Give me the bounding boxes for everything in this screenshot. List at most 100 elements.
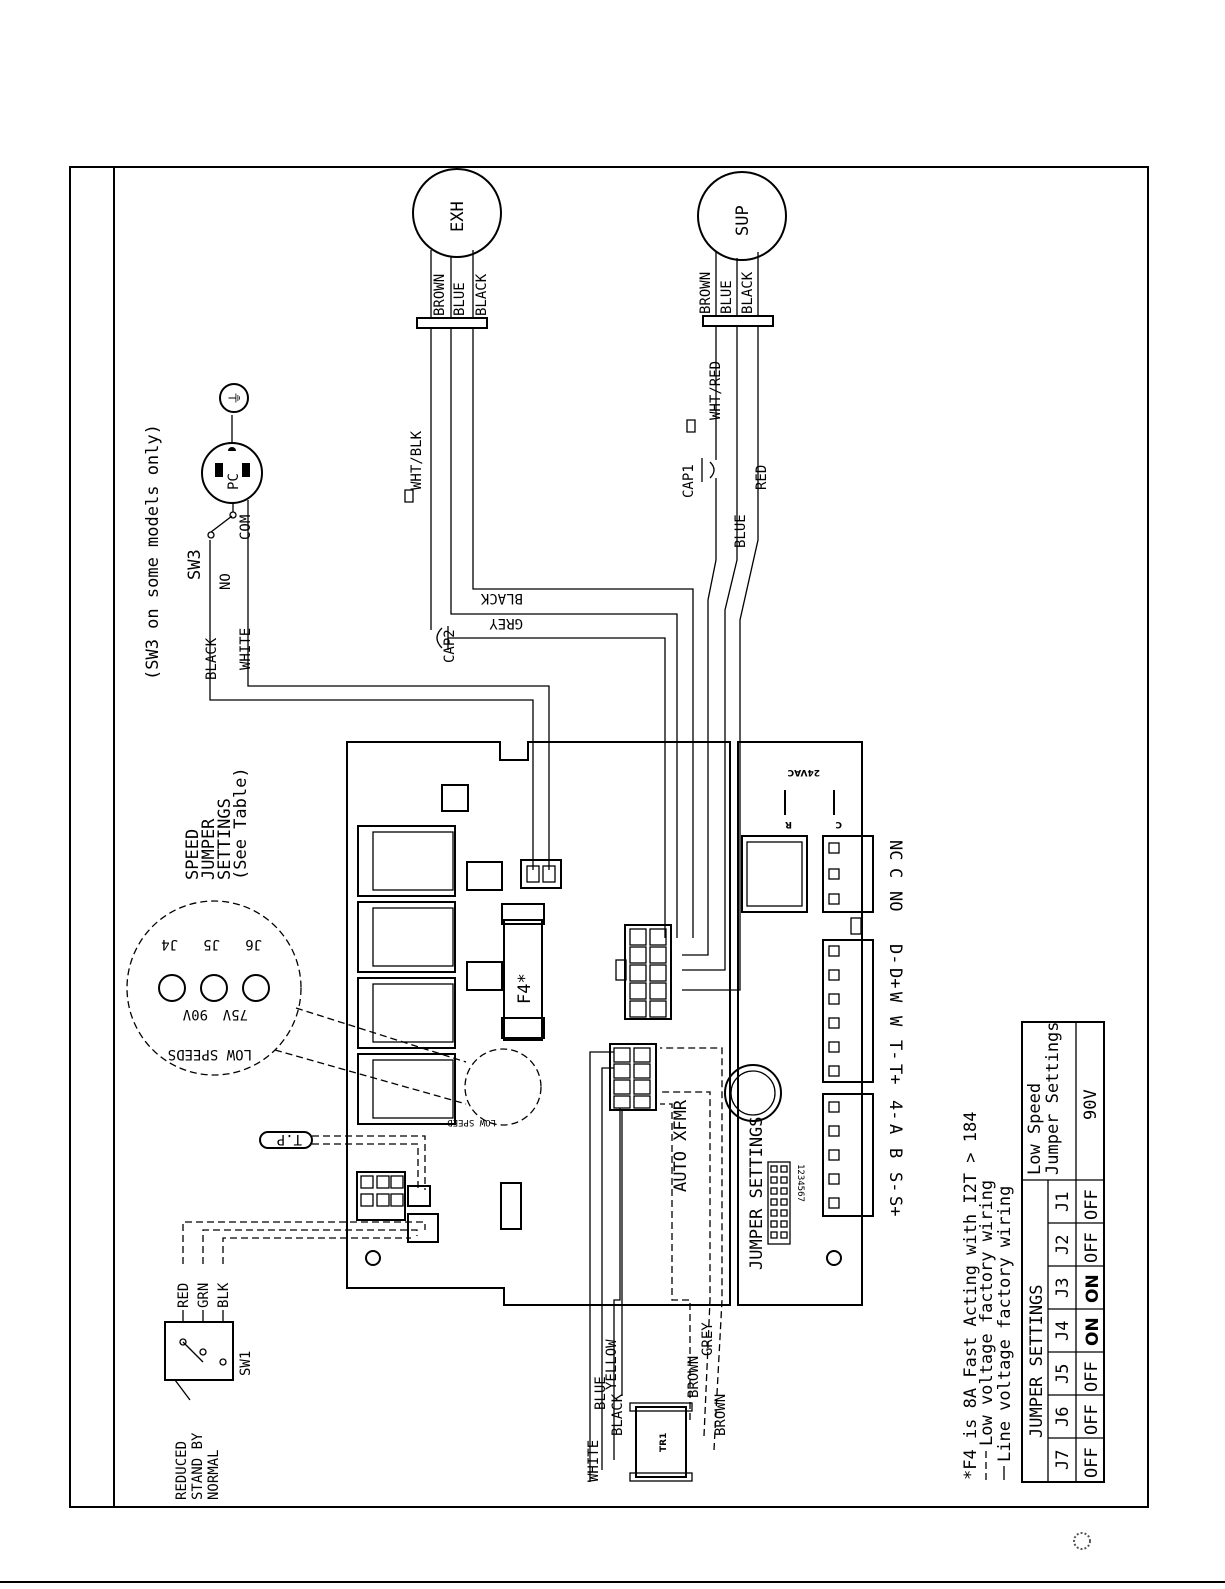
- terminal-t-plus: T+: [885, 1064, 905, 1084]
- motor-connector-pins: [629, 928, 667, 1018]
- jumper-j4-pin: [158, 974, 186, 1002]
- exh-wire-label-black: BLACK: [474, 273, 490, 316]
- jumper-r-label: R: [785, 819, 792, 829]
- six-pin-connector-pins: [360, 1175, 404, 1207]
- table-val-j5: OFF: [1082, 1361, 1102, 1392]
- motor-connector-key: [615, 959, 627, 981]
- blue-sup-label: BLUE: [733, 514, 749, 548]
- wht-blk-label: WHT/BLK: [409, 430, 425, 490]
- terminal-4-minus: 4-: [885, 1100, 905, 1120]
- table-col-j7: J7: [1053, 1450, 1073, 1470]
- wire-cap1-run: [682, 478, 717, 956]
- sw3-com-contact: [229, 511, 237, 519]
- auto-xfmr-label: AUTO XFMR: [671, 1099, 691, 1192]
- wire-black-pc: [209, 580, 534, 870]
- ground-icon: ⏚: [228, 391, 244, 405]
- relay-4-inner: [372, 1059, 454, 1119]
- sensor-terminal-block: [822, 1093, 874, 1217]
- terminal-board-relay: [741, 835, 808, 913]
- table-val-j4: ON: [1083, 1317, 1103, 1346]
- buzzer: [724, 1064, 782, 1122]
- speed-note-2: JUMPER: [199, 818, 219, 880]
- wire-white-label: WHITE: [238, 628, 254, 670]
- jumper-j5-pin: [200, 974, 228, 1002]
- exh-motor-label: EXH: [448, 201, 468, 232]
- wire-cap2-run: [448, 637, 666, 938]
- tp-wire-1: [312, 1135, 426, 1190]
- table-col-j1: J1: [1053, 1192, 1073, 1212]
- terminal-s-plus: S+: [885, 1196, 905, 1216]
- terminal-w-1: W: [885, 992, 905, 1003]
- sw1-switch: [164, 1321, 234, 1381]
- relay-1-inner: [372, 831, 454, 891]
- comm-terminal-block: [822, 939, 874, 1083]
- relay-terminal-block: [822, 835, 874, 913]
- sw1-wire-blk: BLK: [216, 1282, 232, 1308]
- table-val-j7: OFF: [1082, 1447, 1102, 1478]
- grey-label: GREY: [489, 615, 523, 631]
- sup-connector: [702, 315, 774, 327]
- table-low-header-2: Jumper Settings: [1043, 1021, 1063, 1175]
- note-low-voltage: Low voltage factory wiring: [977, 1180, 997, 1446]
- xfmr-label-grey: GREY: [700, 1322, 716, 1356]
- wire-black-label: BLACK: [204, 637, 220, 680]
- volt-90-label: 90V: [182, 1006, 208, 1022]
- tp-wire-2: [312, 1143, 419, 1190]
- table-val-j3: ON: [1083, 1274, 1103, 1303]
- speed-jumper-mini-label: LOW SPEED: [447, 1117, 496, 1127]
- line-connector-pin-2: [542, 865, 556, 883]
- jumper-j4-label: J4: [161, 936, 178, 952]
- sw3-blade: [210, 515, 233, 533]
- sw1-wire-grn: GRN: [196, 1283, 212, 1308]
- exh-connector: [416, 317, 488, 329]
- xfmr-wire-black: [613, 1108, 621, 1460]
- tp-sensor: [259, 1131, 313, 1149]
- xfmr-wire-blue: [601, 1067, 614, 1470]
- board-mount-hole-1: [365, 1250, 381, 1266]
- tp-label: T.P: [277, 1131, 302, 1147]
- table-low-value: 90V: [1081, 1089, 1101, 1120]
- sw1-wire-red-run: [182, 1221, 426, 1264]
- callout-leader-1: [295, 1007, 467, 1063]
- board-component: [500, 1182, 522, 1230]
- ac24-label: 24VAC: [787, 767, 820, 777]
- callout-leader-2: [274, 1049, 467, 1105]
- sw3-com-label: COM: [238, 515, 254, 540]
- sw3-note: (SW3 on some models only): [143, 424, 163, 680]
- fuse-f4: [503, 919, 543, 1041]
- table-val-j1: OFF: [1082, 1189, 1102, 1220]
- jumper-settings-label: JUMPER SETTINGS: [747, 1116, 767, 1270]
- transformer-tr1-label: TR1: [659, 1433, 669, 1452]
- switch-pos-reduced: REDUCED: [174, 1441, 190, 1500]
- terminal-s-minus: S-: [885, 1172, 905, 1192]
- table-col-j2: J2: [1053, 1235, 1073, 1255]
- cap2-label: CAP2: [442, 629, 458, 663]
- xfmr-label-white: WHITE: [586, 1440, 602, 1482]
- fuse-f4-label: F4*: [515, 973, 535, 1004]
- relay-3: [357, 977, 456, 1049]
- sw3-no-label: NO: [218, 573, 234, 590]
- volt-75-label: 75V: [222, 1006, 248, 1022]
- terminal-no: NO: [885, 891, 905, 911]
- diagram-frame: [69, 166, 1149, 1508]
- wire-black-exh: [472, 328, 694, 938]
- jumper-header-pins: [770, 1165, 788, 1239]
- sw1-rocker: [174, 1379, 191, 1401]
- terminal-b: B: [885, 1148, 905, 1158]
- sw1-contact-2: [199, 1348, 207, 1356]
- table-val-j2: OFF: [1082, 1232, 1102, 1263]
- terminal-d-minus: D-: [885, 944, 905, 964]
- fuse-f4-clip-bottom: [501, 1017, 545, 1039]
- terminal-board-led: [850, 917, 862, 935]
- table-col-j4: J4: [1053, 1321, 1073, 1341]
- xfmr-connector-pins: [613, 1047, 651, 1109]
- speed-note-4: (See Table): [231, 767, 251, 880]
- terminal-d-plus: D+: [885, 968, 905, 988]
- table-col-j6: J6: [1053, 1407, 1073, 1427]
- transformer-tr1-top: [629, 1402, 693, 1412]
- sw3-no-contact: [207, 531, 215, 539]
- wire-blue-sup: [682, 326, 738, 971]
- wht-red-terminal: [686, 419, 696, 433]
- jumper-header-ids: 1234567: [795, 1164, 805, 1202]
